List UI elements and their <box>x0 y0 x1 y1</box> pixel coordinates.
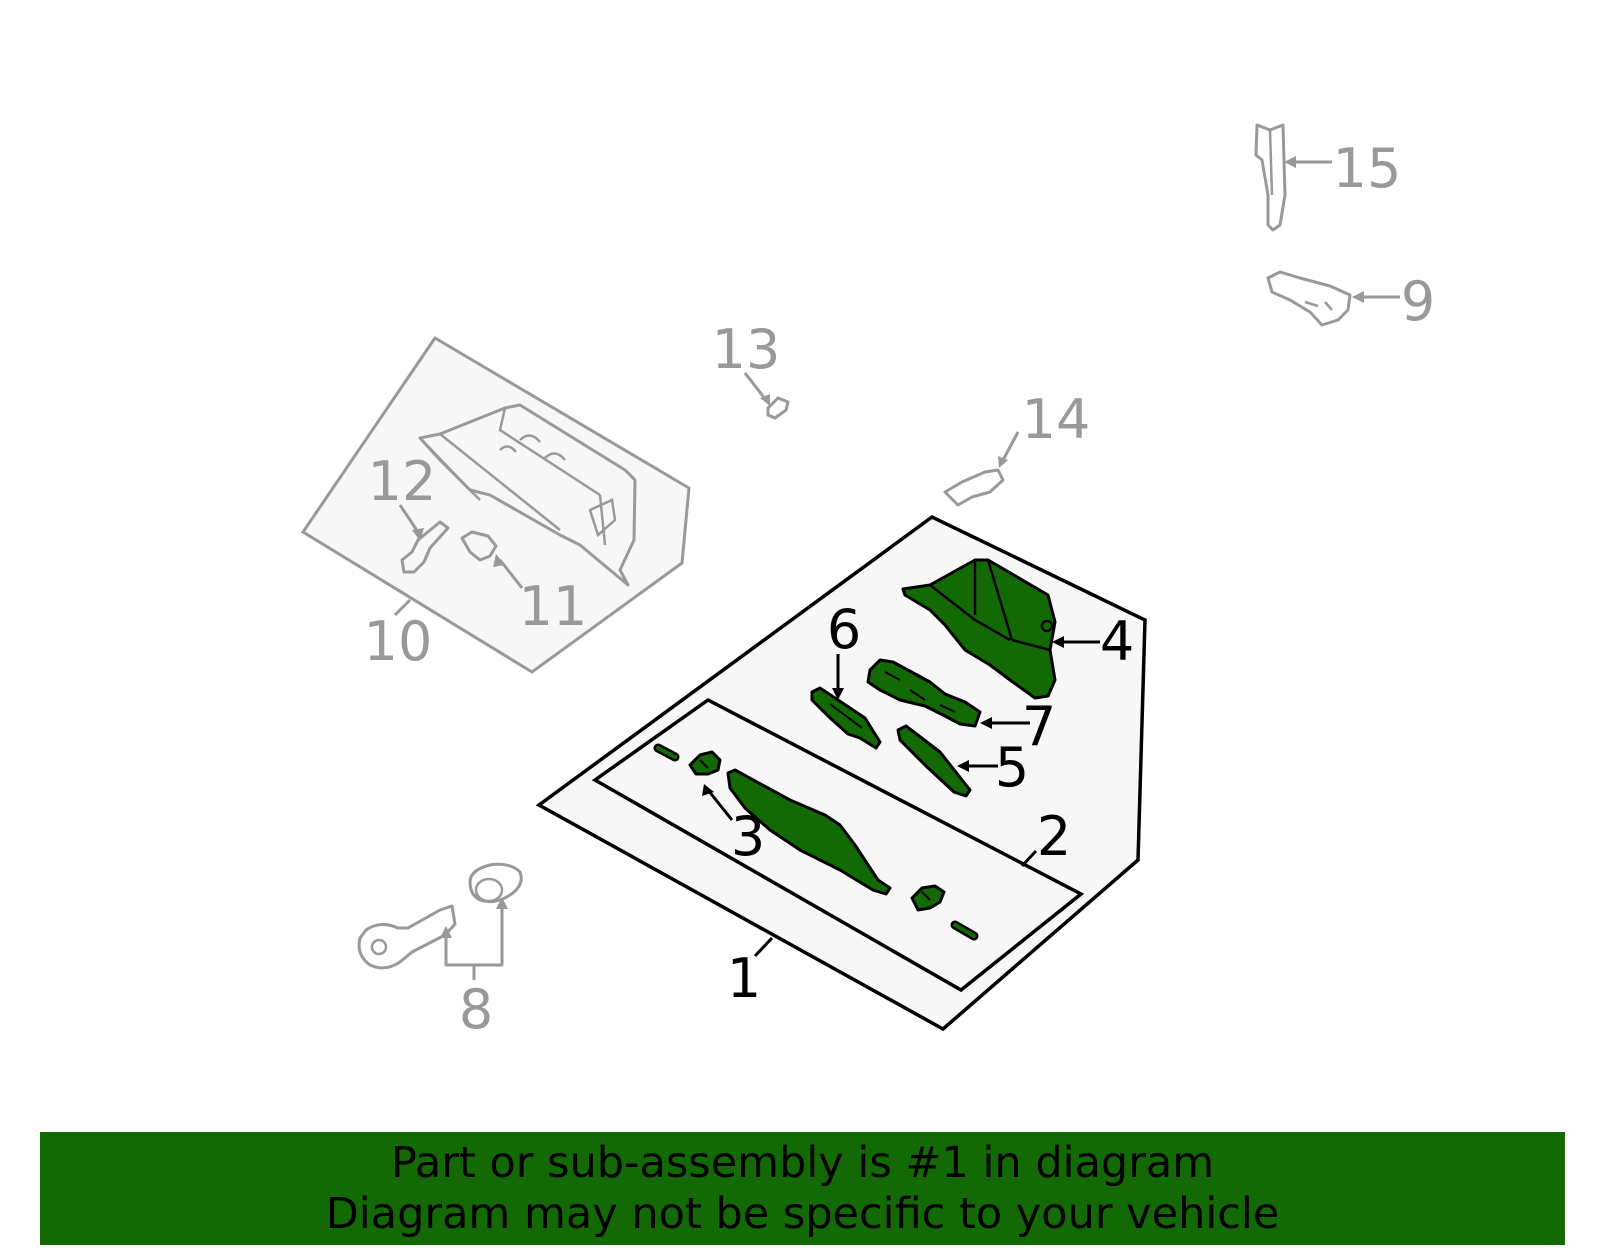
part-13-clip <box>743 372 790 420</box>
callout-8: 8 <box>459 978 493 1041</box>
callout-3: 3 <box>731 805 765 868</box>
banner-line-1: Part or sub-assembly is #1 in diagram <box>390 1137 1215 1188</box>
part-8-key-and-lock-cylinder <box>357 862 523 980</box>
callout-7: 7 <box>1022 695 1056 758</box>
callout-14: 14 <box>1022 388 1091 451</box>
part-14-connector <box>943 431 1020 507</box>
callout-12: 12 <box>368 450 437 513</box>
callout-9: 9 <box>1401 270 1435 333</box>
part-11-stopper <box>460 530 498 562</box>
part-1-glove-box-assembly <box>535 514 1147 1032</box>
callout-13: 13 <box>712 318 781 381</box>
part-12-clip <box>400 520 450 574</box>
part-15-bracket <box>1254 123 1332 232</box>
callout-4: 4 <box>1100 610 1134 673</box>
callout-6: 6 <box>827 598 861 661</box>
callout-10: 10 <box>364 610 433 673</box>
part-10-upper-box <box>418 403 637 587</box>
part-9-bracket <box>1266 270 1400 327</box>
glove-box-door-panel <box>726 768 892 896</box>
part-3-bumper <box>688 750 722 776</box>
callout-5: 5 <box>995 736 1029 799</box>
callout-1: 1 <box>727 947 761 1010</box>
callout-15: 15 <box>1333 137 1402 200</box>
part-5-strip <box>896 724 972 798</box>
part-10-upper-glove-box-group <box>300 335 691 674</box>
callout-11: 11 <box>519 575 588 638</box>
part-10-panel <box>300 335 691 674</box>
part-6-bracket <box>810 686 882 750</box>
info-banner: Part or sub-assembly is #1 in diagram Di… <box>40 1132 1565 1245</box>
callout-labels: 1 2 3 4 5 6 7 8 9 10 11 12 13 14 15 <box>364 137 1436 1041</box>
callout-2: 2 <box>1037 805 1071 868</box>
banner-line-2: Diagram may not be specific to your vehi… <box>325 1188 1280 1239</box>
